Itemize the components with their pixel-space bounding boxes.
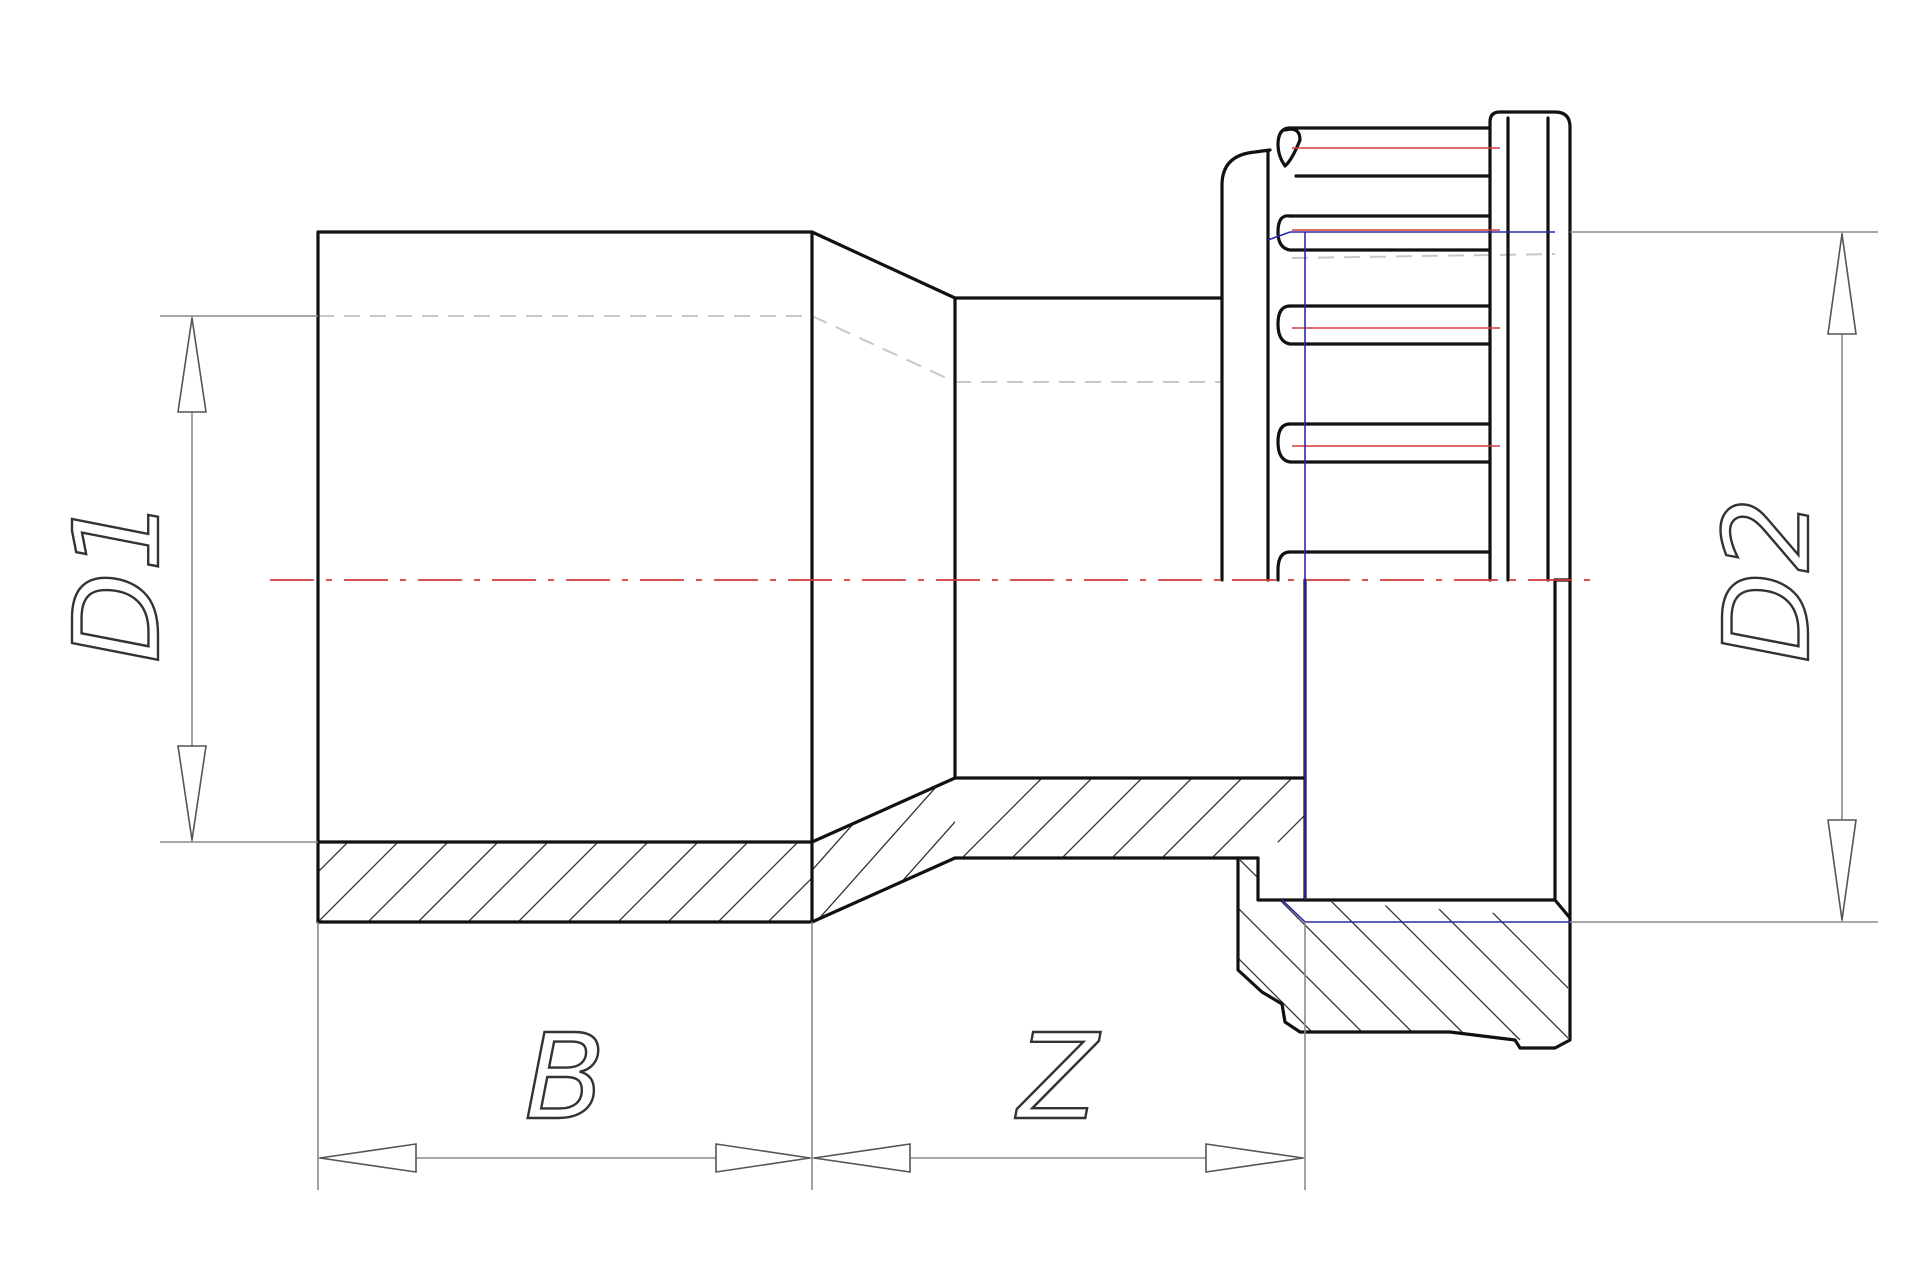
thread-outline [1267, 231, 1570, 923]
d1-label: D1 [48, 497, 186, 663]
d1-arrow-top [177, 317, 207, 413]
d2-label: D2 [1698, 497, 1836, 663]
fitting-body-outline [316, 230, 1572, 1050]
z-arrow-right [1205, 1143, 1304, 1173]
union-nut-outline [1220, 110, 1572, 582]
dimension-b: B [317, 922, 812, 1190]
d2-arrow-bottom [1827, 819, 1857, 921]
z-label: Z [1015, 1008, 1101, 1146]
dimension-d2: D2 [1570, 231, 1878, 923]
d1-arrow-bottom [177, 745, 207, 841]
dimension-z: Z [811, 922, 1306, 1190]
b-arrow-left [319, 1143, 417, 1173]
d2-arrow-top [1827, 233, 1857, 335]
dimension-d1: D1 [47, 315, 318, 843]
z-arrow-left [813, 1143, 911, 1173]
rib-guide-lines [1292, 147, 1500, 447]
hidden-bore-lines [318, 253, 1556, 383]
section-hatching [318, 778, 1568, 1041]
b-arrow-right [715, 1143, 811, 1173]
b-label: B [525, 1008, 606, 1146]
